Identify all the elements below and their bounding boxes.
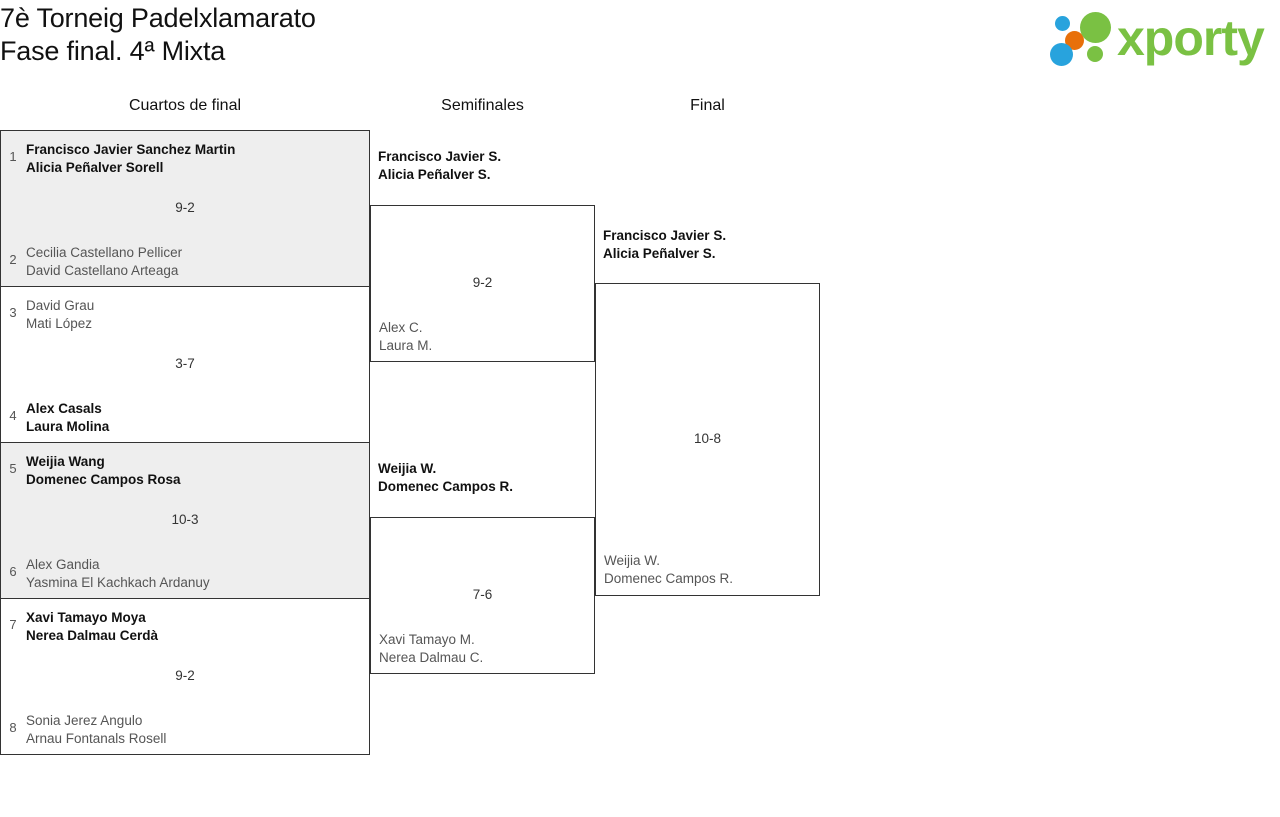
match-quarterfinal-3[interactable]: 5 Weijia Wang Domenec Campos Rosa 10-3 6… <box>0 442 370 599</box>
match-quarterfinal-1[interactable]: 1 Francisco Javier Sanchez Martin Alicia… <box>0 130 370 287</box>
team-bottom: Cecilia Castellano Pellicer David Castel… <box>26 244 363 279</box>
page-header: 7è Torneig Padelxlamarato Fase final. 4ª… <box>0 0 1280 86</box>
player-name: Cecilia Castellano Pellicer <box>26 245 183 260</box>
final-team-top: Francisco Javier S. Alicia Peñalver S. <box>603 227 726 262</box>
match-score: 7-6 <box>472 587 493 602</box>
match-score: 9-2 <box>175 668 195 683</box>
team-bottom: Alex Casals Laura Molina <box>26 400 363 435</box>
semifinal-1-team-top: Francisco Javier S. Alicia Peñalver S. <box>378 148 501 183</box>
player-name: Xavi Tamayo Moya <box>26 610 146 625</box>
player-name: Alex Casals <box>26 401 102 416</box>
player-name: Laura M. <box>379 337 433 353</box>
match-quarterfinal-4[interactable]: 7 Xavi Tamayo Moya Nerea Dalmau Cerdà 9-… <box>0 598 370 755</box>
team-bottom: Alex C. Laura M. <box>379 319 588 354</box>
team-top: Francisco Javier Sanchez Martin Alicia P… <box>26 141 363 176</box>
match-score: 9-2 <box>175 200 195 215</box>
seed-number: 7 <box>9 617 17 632</box>
player-name: Francisco Javier S. <box>378 149 502 164</box>
dot-orange <box>1065 31 1084 50</box>
semifinal-2-team-top: Weijia W. Domenec Campos R. <box>378 460 513 495</box>
match-final[interactable]: 10-8 Weijia W. Domenec Campos R. <box>595 283 820 596</box>
player-name: Domenec Campos R. <box>604 570 734 586</box>
player-name: David Castellano Arteaga <box>26 262 179 278</box>
dot-blue-small <box>1055 16 1070 31</box>
player-name: Alex Gandia <box>26 557 100 572</box>
match-score: 3-7 <box>175 356 195 371</box>
match-score: 10-3 <box>171 512 199 527</box>
player-name: David Grau <box>26 298 95 313</box>
player-name: Weijia W. <box>604 553 661 568</box>
player-name: Weijia W. <box>378 461 437 476</box>
player-name: Arnau Fontanals Rosell <box>26 730 167 746</box>
match-score: 9-2 <box>472 275 493 290</box>
round-header-final: Final <box>690 97 725 114</box>
player-name: Xavi Tamayo M. <box>379 632 475 647</box>
player-name: Francisco Javier S. <box>603 228 727 243</box>
round-header-quarterfinals: Cuartos de final <box>128 97 242 114</box>
seed-number: 1 <box>9 149 17 164</box>
team-top: Xavi Tamayo Moya Nerea Dalmau Cerdà <box>26 609 363 644</box>
seed-number: 2 <box>9 252 17 267</box>
player-name: Laura Molina <box>26 418 110 434</box>
player-name: Mati López <box>26 315 93 331</box>
team-bottom: Alex Gandia Yasmina El Kachkach Ardanuy <box>26 556 363 591</box>
team-bottom: Weijia W. Domenec Campos R. <box>604 552 813 587</box>
seed-number: 3 <box>9 305 17 320</box>
seed-number: 6 <box>9 564 17 579</box>
tournament-name: 7è Torneig Padelxlamarato <box>0 3 316 33</box>
round-header-semifinals: Semifinales <box>441 97 524 114</box>
match-semifinal-1[interactable]: 9-2 Alex C. Laura M. <box>370 205 595 362</box>
xporty-logo[interactable]: xporty <box>1043 8 1275 68</box>
player-name: Weijia Wang <box>26 454 105 469</box>
dot-green-small <box>1087 46 1103 62</box>
player-name: Domenec Campos R. <box>378 478 514 494</box>
page-title: 7è Torneig Padelxlamarato Fase final. 4ª… <box>0 2 800 68</box>
dot-blue-large <box>1050 43 1073 66</box>
player-name: Alex C. <box>379 320 423 335</box>
team-top: Weijia Wang Domenec Campos Rosa <box>26 453 363 488</box>
seed-number: 8 <box>9 720 17 735</box>
player-name: Domenec Campos Rosa <box>26 471 181 487</box>
match-semifinal-2[interactable]: 7-6 Xavi Tamayo M. Nerea Dalmau C. <box>370 517 595 674</box>
player-name: Alicia Peñalver Sorell <box>26 159 164 175</box>
match-quarterfinal-2[interactable]: 3 David Grau Mati López 3-7 4 Alex Casal… <box>0 286 370 443</box>
team-top: David Grau Mati López <box>26 297 363 332</box>
seed-number: 4 <box>9 408 17 423</box>
player-name: Yasmina El Kachkach Ardanuy <box>26 574 210 590</box>
player-name: Alicia Peñalver S. <box>603 245 716 261</box>
tournament-phase: Fase final. 4ª Mixta <box>0 36 226 66</box>
logo-wordmark: xporty <box>1117 10 1265 66</box>
match-score: 10-8 <box>693 431 722 446</box>
player-name: Francisco Javier Sanchez Martin <box>26 142 236 157</box>
seed-number: 5 <box>9 461 17 476</box>
player-name: Nerea Dalmau C. <box>379 649 484 665</box>
player-name: Sonia Jerez Angulo <box>26 713 143 728</box>
dot-green-large <box>1080 12 1111 43</box>
team-bottom: Sonia Jerez Angulo Arnau Fontanals Rosel… <box>26 712 363 747</box>
player-name: Alicia Peñalver S. <box>378 166 491 182</box>
team-bottom: Xavi Tamayo M. Nerea Dalmau C. <box>379 631 588 666</box>
logo-dots-icon <box>1049 10 1119 68</box>
player-name: Nerea Dalmau Cerdà <box>26 627 159 643</box>
